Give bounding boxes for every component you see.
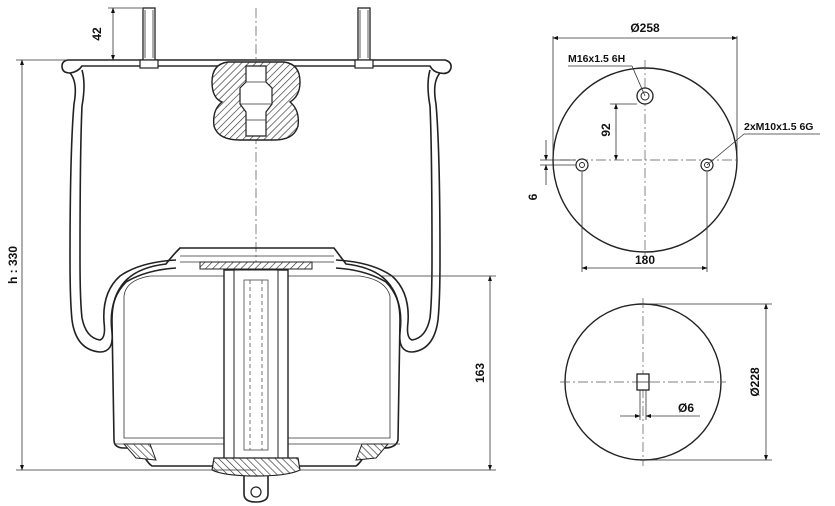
stud-height-label: 42: [90, 27, 104, 41]
side-view: 42: [6, 7, 496, 503]
stud-thread-label: 2xM10x1.5 6G: [744, 121, 813, 133]
top-diameter-label: Ø258: [630, 21, 660, 35]
bottom-diameter-label: Ø228: [748, 367, 762, 397]
pin-diameter-label: Ø6: [678, 401, 694, 415]
top-diameter-dimension: [552, 36, 738, 160]
piston-top-plate: [199, 261, 313, 270]
piston-height-label: 163: [473, 363, 487, 383]
bottom-diameter-dimension: [643, 303, 772, 461]
left-stud: [139, 7, 159, 69]
small-offset-dimension: [540, 140, 576, 185]
bottom-view: Ø6 Ø228: [560, 298, 772, 466]
stud-height-dimension: [108, 7, 142, 61]
stud-spacing-label: 180: [635, 253, 655, 267]
small-offset-label: 6: [526, 193, 540, 200]
lug-hole: [250, 486, 262, 498]
center-offset-label: 92: [599, 123, 613, 137]
pin-diameter-dimension: [620, 390, 700, 420]
bellow-inner-right: [335, 69, 433, 341]
top-view: Ø258 M16x1.5 6H 92 2xM10x1.5 6G: [526, 21, 820, 272]
bellow-outer-right: [335, 72, 441, 353]
stud-spacing-dimension: [581, 172, 708, 272]
overall-height-label: h : 330: [6, 246, 20, 284]
center-thread-label: M16x1.5 6H: [568, 53, 625, 65]
bellow-inner: [79, 69, 177, 341]
bellow-outer: [69, 72, 177, 353]
piston-base: [211, 457, 301, 477]
right-stud: [354, 7, 374, 69]
bottom-lug: [243, 476, 269, 503]
piston-shell: [111, 247, 401, 467]
left-stud-hole: [575, 158, 589, 172]
piston-height-dimension: [300, 275, 496, 471]
overall-height-dimension: [16, 59, 256, 471]
center-offset-dimension: [610, 103, 637, 161]
